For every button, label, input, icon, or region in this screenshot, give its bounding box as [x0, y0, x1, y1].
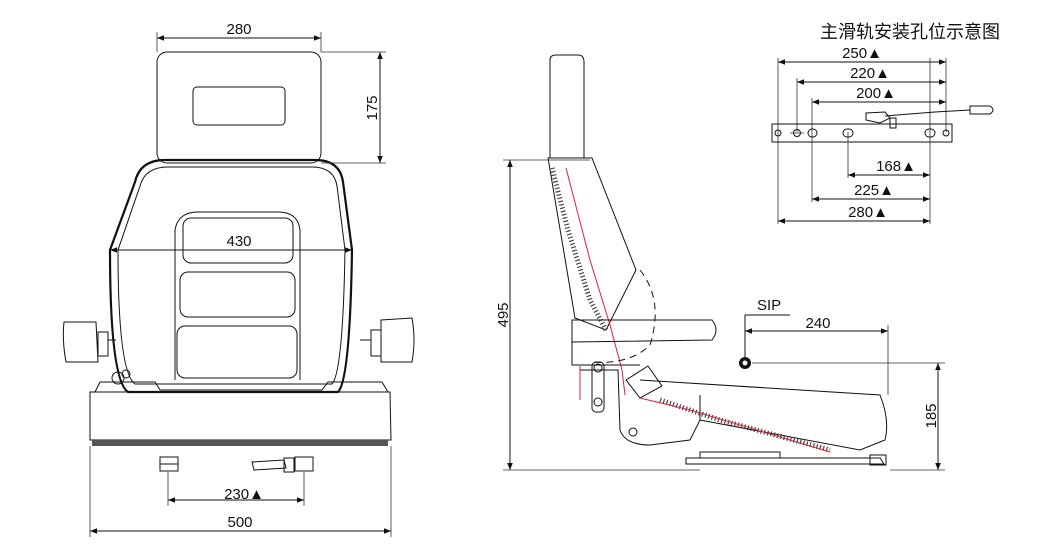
- overall-height-label: 495: [495, 302, 512, 327]
- dim-220-label: 220▲: [850, 65, 890, 82]
- rail-spacing-label: 230▲: [224, 486, 264, 503]
- sip-height-label: 185: [923, 403, 940, 428]
- dim-225-label: 225▲: [854, 182, 894, 199]
- headrest-height-label: 175: [364, 95, 381, 120]
- right-armrest: [360, 317, 415, 363]
- dim-200-label: 200▲: [856, 85, 896, 102]
- sip-label: SIP: [757, 297, 781, 314]
- dim-280-label: 280▲: [848, 204, 888, 221]
- dim-168-label: 168▲: [876, 158, 916, 175]
- detail-title: 主滑轨安装孔位示意图: [820, 22, 1000, 43]
- dim-250-label: 250▲: [842, 45, 882, 62]
- front-view: 280 175 430 230▲ 500: [62, 21, 415, 537]
- side-view: SIP 240 185 495: [495, 54, 945, 471]
- headrest-width-label: 280: [226, 21, 251, 38]
- backrest-outline: [108, 158, 354, 394]
- overall-width-label: 500: [227, 514, 252, 531]
- backrest-width-label: 430: [226, 233, 251, 250]
- seat-cushion: [89, 369, 392, 446]
- sip-horizontal-label: 240: [805, 315, 830, 332]
- headrest-outline: [156, 51, 322, 164]
- left-armrest: [62, 321, 116, 363]
- rail-hole-detail: 主滑轨安装孔位示意图 250▲ 220▲ 200▲ 168▲ 225▲: [771, 22, 1000, 224]
- front-rails: [159, 456, 314, 473]
